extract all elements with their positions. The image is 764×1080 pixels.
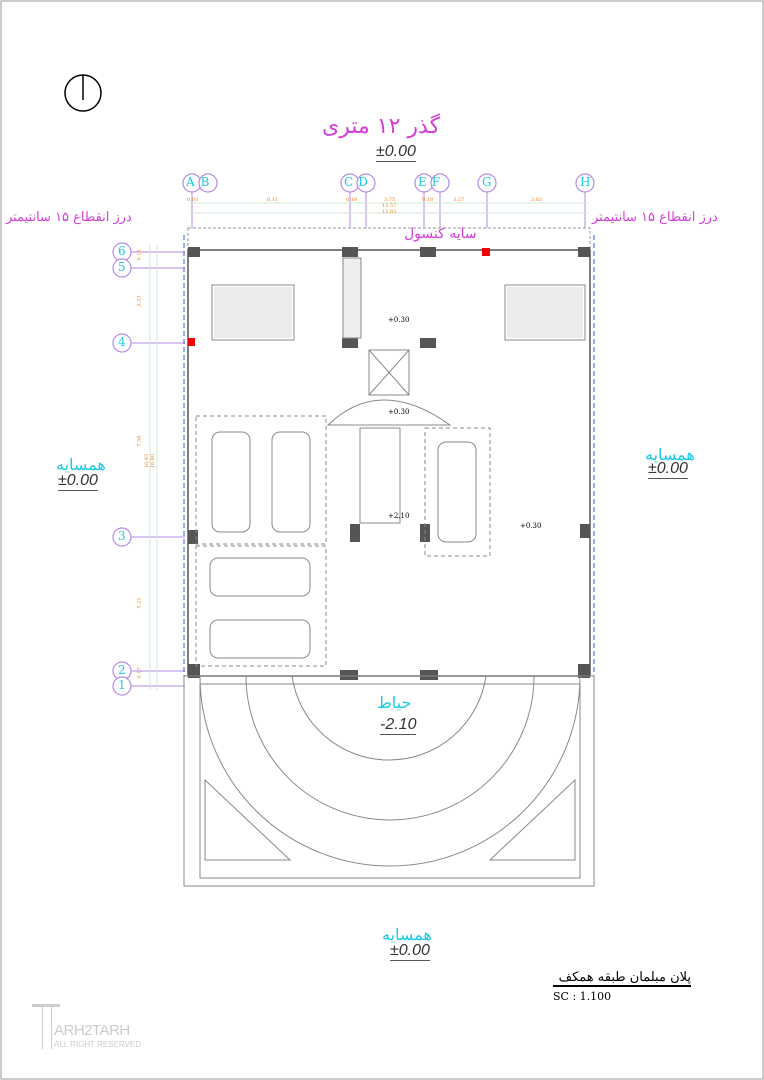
joint-right-label: درز انقطاع ۱۵ سانتیمتر: [592, 210, 718, 225]
canopy-label: سایه کنسول: [404, 226, 477, 242]
dim: 0.18: [136, 249, 143, 261]
logo: ARH2TARH ALL RIGHT RESERVED: [32, 1004, 182, 1050]
grid-cd: CD: [344, 175, 373, 189]
dim: 7.56: [136, 435, 143, 447]
level-tag: +2.10: [388, 512, 410, 520]
dim: 0.18: [422, 197, 434, 203]
dim: 3.27: [453, 197, 465, 203]
grid-a: A: [186, 175, 201, 189]
neighbor-right-level: ±0.00: [648, 460, 688, 479]
dim: 0.18: [346, 197, 358, 203]
neighbor-left-level: ±0.00: [58, 472, 98, 491]
street-label: گذر ۱۲ متری: [322, 114, 441, 139]
level-tag: +0.30: [388, 408, 410, 416]
yard-label: حیاط: [377, 693, 412, 712]
grid-4: 4: [118, 335, 126, 349]
grid-6: 6: [118, 244, 126, 258]
dim: 3.75: [384, 197, 396, 203]
dim: 5.21: [136, 597, 143, 609]
grid-c: C: [344, 175, 359, 189]
street-level: ±0.00: [376, 143, 416, 162]
level-tag: +0.30: [520, 522, 542, 530]
grid-g: G: [482, 175, 492, 189]
grid-5: 5: [118, 260, 126, 274]
dim: 6.11: [267, 197, 279, 203]
neighbor-left-label: همسایه: [56, 455, 106, 474]
grid-1: 1: [118, 678, 126, 692]
grid-e: E: [418, 175, 432, 189]
grid-f: F: [431, 175, 446, 189]
grid-2: 2: [118, 663, 126, 677]
joint-left-label: درز انقطاع ۱۵ سانتیمتر: [6, 210, 132, 225]
hatch: [214, 287, 583, 338]
dim: 0.03: [187, 197, 199, 203]
north-arrow-icon: [64, 74, 102, 112]
grid-b: B: [200, 175, 216, 189]
dim: 3.33: [136, 295, 143, 307]
neighbor-right-label: همسایه: [645, 445, 695, 464]
dim: 13.57: [382, 203, 397, 209]
dim: 16.80: [150, 453, 157, 469]
grid-d: D: [358, 175, 373, 189]
yard-level: -2.10: [380, 716, 417, 735]
grid-lines: [130, 192, 588, 690]
neighbor-bottom-label: همسایه: [382, 925, 432, 944]
dim: 0.17: [136, 667, 143, 679]
drawing-title: پلان مبلمان طبقه همکف: [553, 970, 691, 987]
neighbor-bottom-level: ±0.00: [390, 942, 430, 961]
grid-3: 3: [118, 529, 126, 543]
grid-col-labels: AB: [186, 175, 216, 189]
dim: 3.83: [531, 197, 543, 203]
drawing-scale: SC : 1.100: [553, 990, 612, 1003]
grid-h: H: [580, 175, 591, 189]
level-tag: +0.30: [388, 316, 410, 324]
grid-ef: EF: [418, 175, 445, 189]
grid-bubbles: [112, 173, 595, 696]
dim: 15.63: [382, 209, 397, 215]
